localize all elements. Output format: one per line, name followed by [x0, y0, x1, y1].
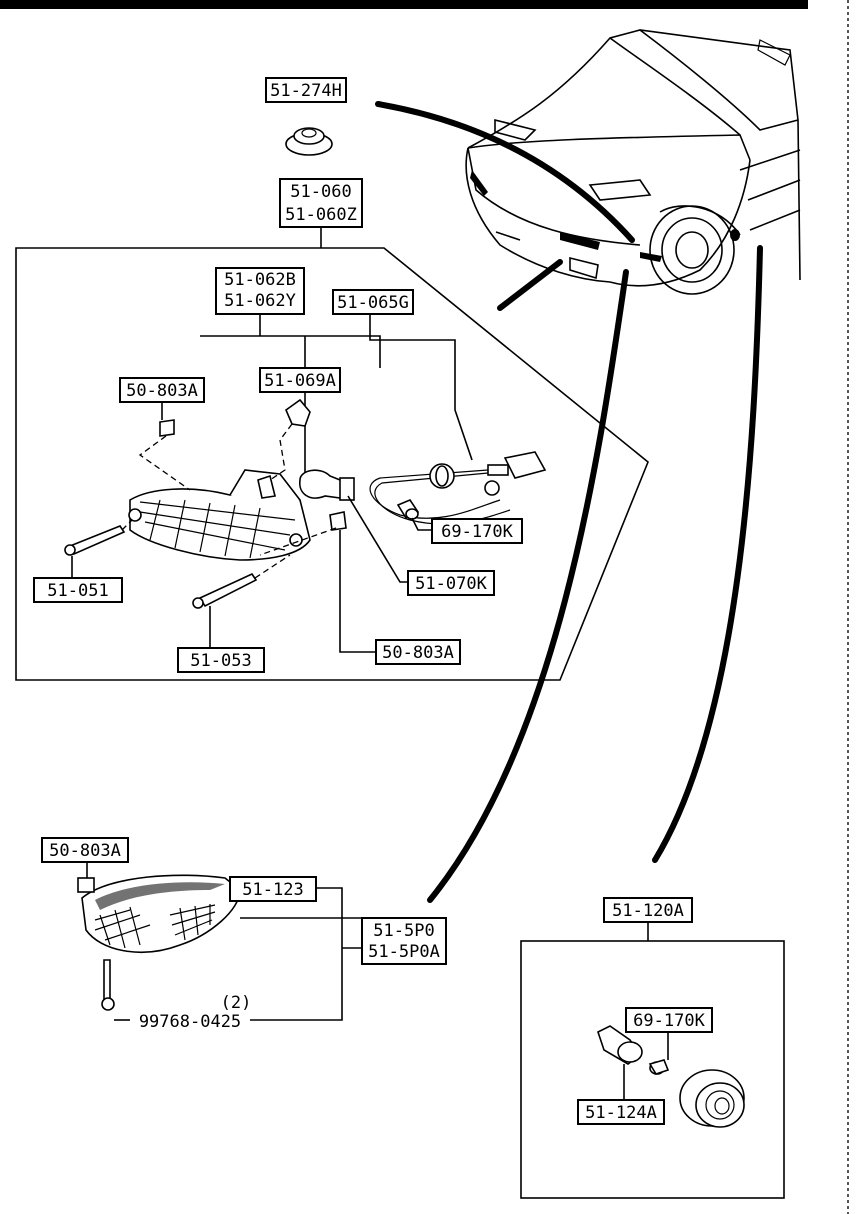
label-50-803A-mid[interactable]: 50-803A	[375, 639, 461, 665]
grommet-part	[285, 127, 333, 156]
label-69-170K-bottom[interactable]: 69-170K	[625, 1007, 713, 1033]
front-turn-lamp	[128, 469, 311, 561]
svg-text:51-120A: 51-120A	[612, 901, 684, 921]
label-51-060Z: 51-060Z	[285, 205, 357, 225]
svg-text:51-274H: 51-274H	[270, 81, 342, 101]
label-51-062-group[interactable]: 51-062B 51-062Y	[215, 267, 305, 315]
label-51-5P0: 51-5P0	[373, 921, 434, 941]
rear-marker-frame	[520, 940, 785, 1199]
svg-text:50-803A: 50-803A	[126, 381, 198, 401]
label-51-5P0A: 51-5P0A	[368, 942, 440, 962]
label-51-051[interactable]: 51-051	[33, 577, 123, 603]
pointer-line-headlamp	[375, 101, 635, 243]
svg-text:69-170K: 69-170K	[633, 1011, 705, 1031]
pointer-line-side-marker	[427, 269, 629, 903]
label-51-053[interactable]: 51-053	[177, 647, 265, 673]
label-50-803A-side[interactable]: 50-803A	[41, 837, 129, 863]
bulb-69-170K-top	[396, 499, 420, 520]
label-69-170K-top[interactable]: 69-170K	[431, 518, 523, 544]
rear-marker-bulb-holder	[597, 1025, 643, 1065]
bulb-51-070K	[299, 469, 355, 501]
label-51-065G[interactable]: 51-065G	[332, 289, 414, 315]
pointer-line-rear-marker	[652, 245, 763, 863]
clip-50-803A-upper	[159, 419, 175, 437]
wiring-harness	[369, 451, 547, 525]
svg-text:51-070K: 51-070K	[415, 574, 487, 594]
screw-51-051	[64, 525, 126, 556]
svg-text:51-053: 51-053	[190, 651, 251, 671]
rear-marker-socket	[679, 1069, 745, 1128]
svg-text:51-123: 51-123	[242, 880, 303, 900]
label-51-5P0-group[interactable]: 51-5P0 51-5P0A	[361, 917, 447, 965]
clip-50-803A-lower	[329, 511, 347, 531]
label-51-060: 51-060	[290, 182, 351, 202]
assembly-frame	[15, 247, 649, 681]
rear-marker-bulb	[648, 1059, 670, 1075]
label-51-069A[interactable]: 51-069A	[259, 367, 341, 393]
pointer-line-box	[497, 259, 563, 311]
svg-text:50-803A: 50-803A	[382, 643, 454, 663]
label-51-070K[interactable]: 51-070K	[407, 570, 495, 596]
screw-51-053	[192, 572, 258, 609]
svg-text:51-069A: 51-069A	[264, 371, 336, 391]
svg-text:69-170K: 69-170K	[441, 522, 513, 542]
svg-text:51-051: 51-051	[47, 581, 108, 601]
label-51-123[interactable]: 51-123	[229, 876, 317, 902]
svg-text:51-065G: 51-065G	[337, 293, 409, 313]
top-border-bar	[0, 0, 808, 9]
svg-text:50-803A: 50-803A	[49, 841, 121, 861]
label-51-062B: 51-062B	[224, 270, 296, 290]
label-51-060-group[interactable]: 51-060 51-060Z	[279, 178, 363, 228]
label-51-120A[interactable]: 51-120A	[603, 897, 693, 923]
screw-99768-0425	[101, 959, 115, 1011]
car-illustration	[465, 29, 801, 295]
label-51-062Y: 51-062Y	[224, 291, 296, 311]
label-99768-0425[interactable]: 99768-0425	[139, 1012, 241, 1032]
quantity-label: (2)	[221, 993, 252, 1013]
svg-text:51-124A: 51-124A	[585, 1103, 657, 1123]
label-51-124A[interactable]: 51-124A	[577, 1099, 665, 1125]
label-50-803A-top[interactable]: 50-803A	[119, 377, 205, 403]
socket-51-069A	[285, 398, 311, 427]
side-marker-lamp	[77, 874, 241, 953]
label-51-274H[interactable]: 51-274H	[265, 77, 347, 103]
